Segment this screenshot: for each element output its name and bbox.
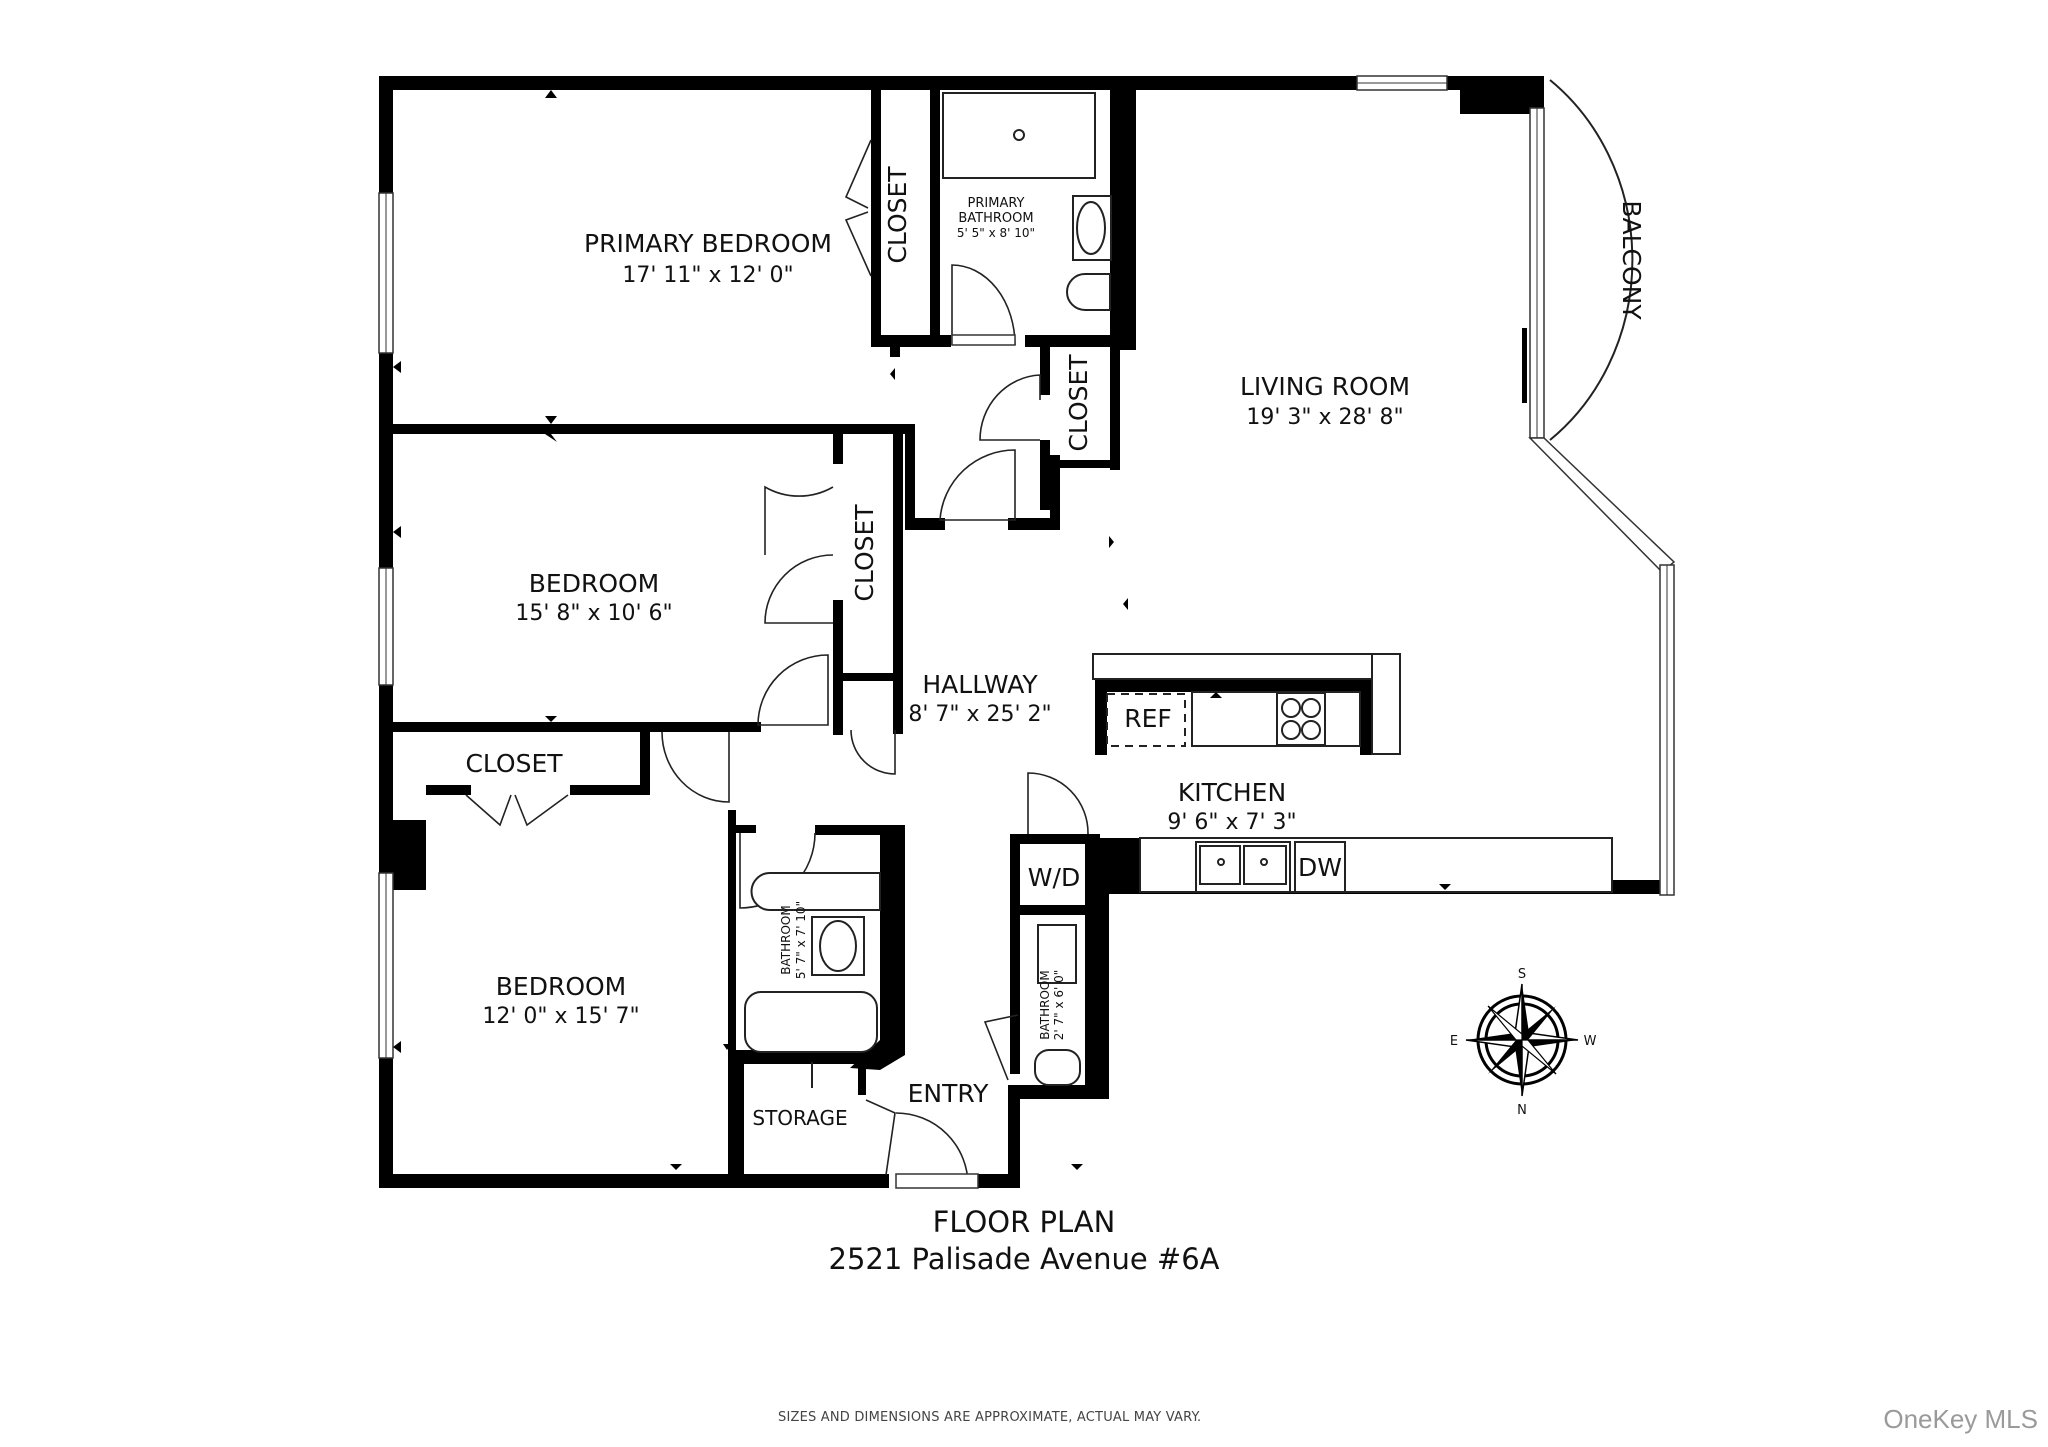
bath2-tub xyxy=(744,991,878,1053)
bathroom3-label: BATHROOM xyxy=(1038,970,1052,1039)
doors xyxy=(465,139,1089,1189)
primary-bathroom-label-2: BATHROOM xyxy=(958,211,1033,226)
compass-south: S xyxy=(1518,967,1526,982)
primary-bedroom-dims: 17' 11" x 12' 0" xyxy=(622,263,793,288)
hallway-dims: 8' 7" x 25' 2" xyxy=(908,702,1051,727)
mls-watermark: OneKey MLS xyxy=(1883,1404,2038,1434)
bath3-sink xyxy=(1034,1049,1081,1086)
bath2-toilet xyxy=(750,872,881,911)
washer-dryer-label: W/D xyxy=(1028,863,1080,892)
bathroom3-dims: 2' 7" x 6' 0" xyxy=(1052,970,1066,1041)
compass-east: E xyxy=(1450,1034,1458,1049)
compass-north: N xyxy=(1517,1103,1527,1118)
dishwasher xyxy=(1294,841,1346,893)
balcony-label: BALCONY xyxy=(1617,200,1646,320)
bedroom2-label: BEDROOM xyxy=(529,569,660,598)
kitchen-dims: 9' 6" x 7' 3" xyxy=(1167,810,1296,835)
refrigerator-label: REF xyxy=(1124,704,1172,733)
primary-toilet xyxy=(1066,273,1111,311)
bedroom3-closet-label: CLOSET xyxy=(465,749,563,778)
property-address: 2521 Palisade Avenue #6A xyxy=(828,1242,1220,1276)
refrigerator xyxy=(1106,693,1186,747)
windows xyxy=(378,75,1676,1059)
bedroom3-label: BEDROOM xyxy=(496,972,627,1001)
living-room-label: LIVING ROOM xyxy=(1240,372,1410,401)
room-labels: PRIMARY BEDROOM 17' 11" x 12' 0" PRIMARY… xyxy=(465,166,1646,1130)
living-room-dims: 19' 3" x 28' 8" xyxy=(1246,405,1403,430)
primary-bedroom-label: PRIMARY BEDROOM xyxy=(584,229,832,258)
kitchen-label: KITCHEN xyxy=(1178,778,1286,807)
floor-plan-title: FLOOR PLAN xyxy=(932,1205,1116,1239)
fixtures xyxy=(744,92,1613,1088)
interior-walls xyxy=(393,90,1372,1180)
primary-bathroom-label-1: PRIMARY xyxy=(968,196,1025,211)
bedroom2-dims: 15' 8" x 10' 6" xyxy=(515,601,672,626)
dimension-markers xyxy=(393,90,1451,1170)
bathroom2-dims: 5' 7" x 7' 10" xyxy=(794,901,808,979)
bedroom3-dims: 12' 0" x 15' 7" xyxy=(482,1004,639,1029)
hall-closet-label: CLOSET xyxy=(1064,354,1093,452)
primary-closet-label: CLOSET xyxy=(883,166,912,264)
bedroom2-closet-label: CLOSET xyxy=(850,504,879,602)
compass-west: W xyxy=(1584,1034,1597,1049)
bath3-toilet xyxy=(1037,924,1077,984)
balcony xyxy=(1549,79,1634,441)
primary-bathroom-dims: 5' 5" x 8' 10" xyxy=(957,226,1035,240)
hallway-label: HALLWAY xyxy=(922,670,1038,699)
compass-rose-icon: S N E W xyxy=(1450,967,1597,1118)
entry-label: ENTRY xyxy=(908,1079,990,1108)
dishwasher-label: DW xyxy=(1298,853,1342,882)
bathroom2-label: BATHROOM xyxy=(779,905,793,974)
dimensions-disclaimer: SIZES AND DIMENSIONS ARE APPROXIMATE, AC… xyxy=(778,1410,1202,1425)
storage-label: STORAGE xyxy=(752,1106,847,1130)
